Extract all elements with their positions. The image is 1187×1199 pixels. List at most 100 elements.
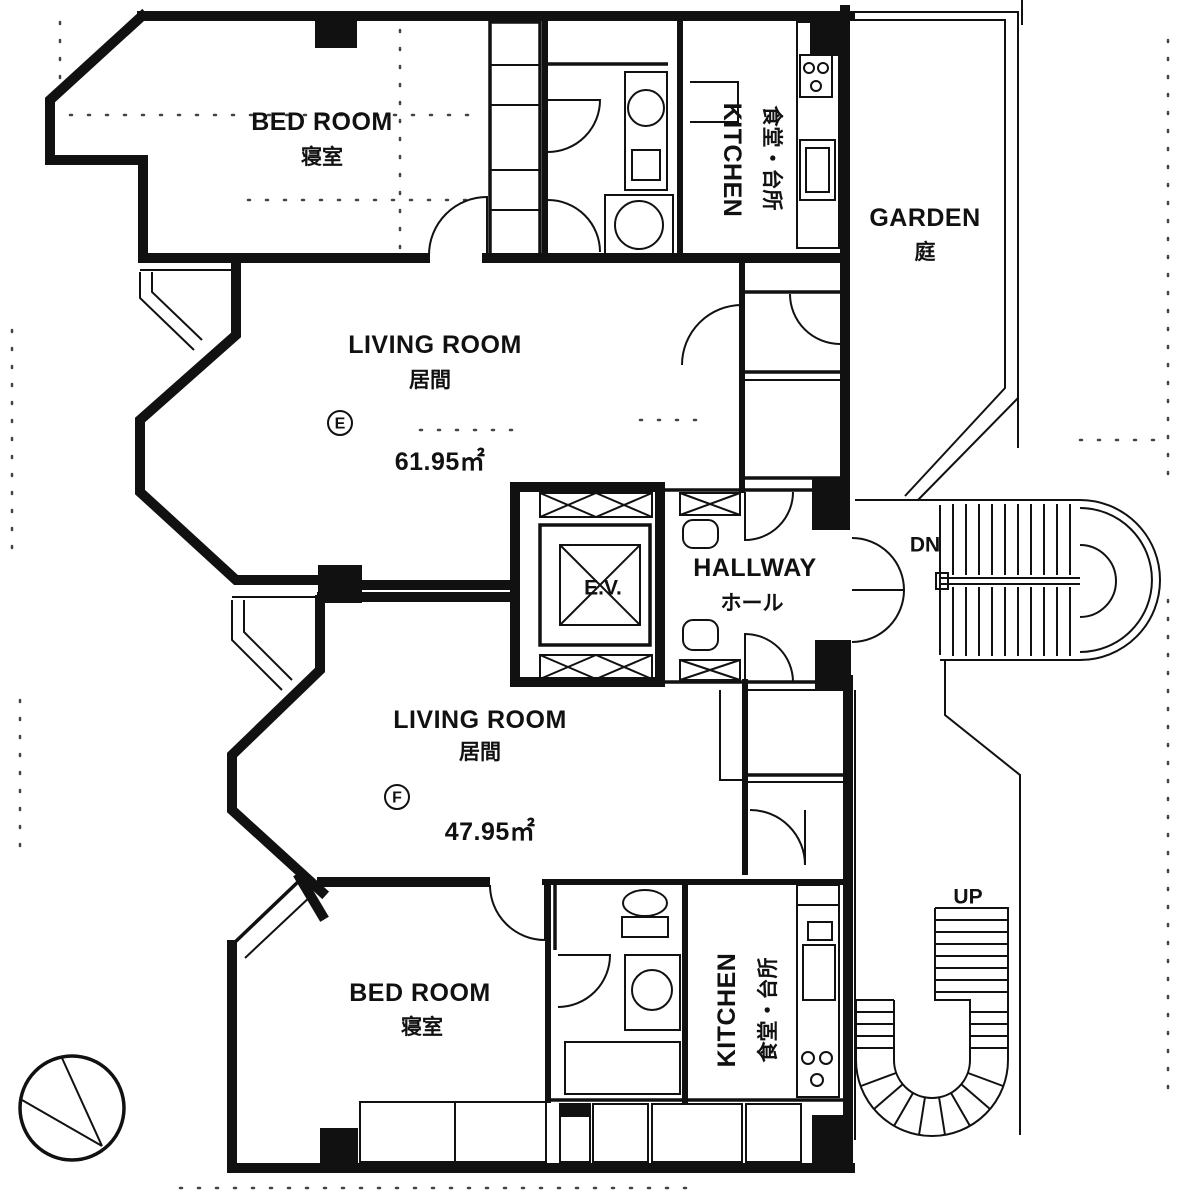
pillar [320, 1128, 358, 1168]
shoe-cabinet-south-cross [679, 659, 741, 681]
closet-shelves [490, 64, 540, 211]
bedroom-top-label: BED ROOM [251, 108, 393, 136]
bath-bottom-door-swing [557, 954, 612, 1008]
kitchen-top-counter [796, 21, 840, 249]
hallway-door-swing-south [744, 632, 794, 683]
bedroom-top-outer-wall [45, 8, 150, 263]
living-e-label-ja: 居間 [409, 368, 451, 392]
living-f-door-swing [749, 809, 806, 866]
burner [810, 1073, 824, 1087]
kitchen-bottom-counter [796, 884, 840, 1098]
stairs-bottom-outline [855, 907, 1009, 1137]
bedroom-bottom-diagonal-window [244, 894, 313, 959]
bathtub-bottom [564, 1041, 681, 1095]
kitchen-top-sink [799, 139, 836, 201]
pillar [812, 478, 850, 530]
bedroom-bottom-closet [359, 1101, 547, 1163]
bedroom-bottom-label: BED ROOM [349, 979, 491, 1007]
stairs-top-inner [939, 505, 1117, 655]
living-e-west-wall [135, 257, 327, 585]
bedroom-top-label-ja: 寝室 [301, 145, 343, 169]
living-e-door-swing [681, 303, 743, 366]
closet-door-swing [789, 293, 841, 345]
living-f-balcony-line [231, 596, 322, 691]
kitchen-top-sink-basin [805, 147, 830, 193]
shoe-cabinet-north-cross [679, 492, 741, 516]
hallway-closet-south [682, 619, 719, 651]
elevator-car-cross [559, 544, 641, 626]
living-f-unit-badge [384, 784, 410, 810]
east-walkway-edge [854, 660, 1021, 1140]
bedroom-top-door-swing [428, 195, 488, 256]
pillar [815, 640, 851, 690]
bedroom-bottom-door-swing [489, 884, 546, 942]
washbasin-bowl-top [614, 200, 664, 250]
garden-diagonal-edge [917, 0, 1023, 501]
hallway-door-swing-north [744, 491, 794, 542]
elevator-top-strip-cross [539, 492, 653, 518]
bedroom-top-closet [488, 20, 542, 257]
washbasin-bottom [624, 954, 681, 1031]
kitchen-top-stove [799, 54, 833, 98]
stairs-down-label: DN [910, 534, 940, 557]
elevator-label: E.V. [584, 577, 622, 600]
stairs-top-steps [952, 504, 1071, 656]
hallway-label-ja: ホール [721, 591, 784, 615]
toilet-tank-bottom [621, 916, 669, 938]
stairs-top-outline [855, 499, 1161, 661]
pillar [812, 1115, 848, 1168]
bath-top-door-swing-2 [547, 199, 601, 253]
kitchen-top-label-ja: 食堂・台所 [760, 106, 784, 211]
elevator-bottom-strip-cross [539, 654, 653, 680]
storage-cabinet [745, 1103, 802, 1163]
living-f-label: LIVING ROOM [393, 706, 567, 734]
bath-top-door-swing [547, 99, 602, 153]
bedroom-bottom-diagonal-wall [230, 878, 302, 947]
stairs-bottom-inner [893, 908, 971, 1099]
dotted-guides [10, 20, 1170, 1190]
kitchen-bottom-sink [802, 944, 836, 1001]
stairs-up-label: UP [953, 886, 982, 909]
toilet-bowl-top [627, 89, 665, 127]
storage-cabinet [651, 1103, 743, 1163]
burner [810, 80, 822, 92]
kitchen-bottom-label-ja: 食堂・台所 [756, 958, 780, 1063]
kitchen-top-shelf [690, 81, 739, 123]
north-arrow-icon [21, 1057, 103, 1147]
bedroom-bottom-label-ja: 寝室 [401, 1015, 443, 1039]
toilet-top [624, 71, 668, 191]
garden-outer-edge [852, 11, 1019, 448]
stairs-bottom-steps [856, 919, 1008, 1136]
elevator-car-frame [538, 523, 652, 647]
shoe-cabinet-north [679, 492, 741, 516]
living-f-label-ja: 居間 [459, 740, 501, 764]
living-e-label: LIVING ROOM [348, 331, 522, 359]
storage-cabinet [592, 1103, 649, 1163]
living-f-area: 47.95㎡ [445, 817, 536, 846]
living-f-unit-letter: F [392, 790, 402, 807]
garden-label-ja: 庭 [915, 240, 936, 264]
hallway-label: HALLWAY [693, 554, 816, 582]
living-e-balcony-line [139, 269, 236, 351]
elevator-car [559, 544, 641, 626]
living-e-area: 61.95㎡ [395, 447, 486, 476]
washbasin-top [604, 194, 674, 256]
hallway-closet-north [682, 519, 719, 549]
burner [801, 1051, 815, 1065]
kitchen-bottom-sink-tap [807, 921, 833, 941]
toilet-tank-top [631, 149, 661, 181]
burner [817, 62, 829, 74]
elevator-shaft [510, 482, 665, 687]
living-e-unit-badge [327, 410, 353, 436]
stairs-landing-marker [935, 572, 949, 590]
garden-label: GARDEN [869, 204, 980, 232]
burner [819, 1051, 833, 1065]
living-f-closet-lines [719, 689, 848, 783]
storage-cabinet-dark [560, 1104, 590, 1117]
living-e-unit-letter: E [335, 416, 346, 433]
pillar [315, 20, 357, 48]
burner [803, 62, 815, 74]
north-compass [18, 1054, 126, 1162]
